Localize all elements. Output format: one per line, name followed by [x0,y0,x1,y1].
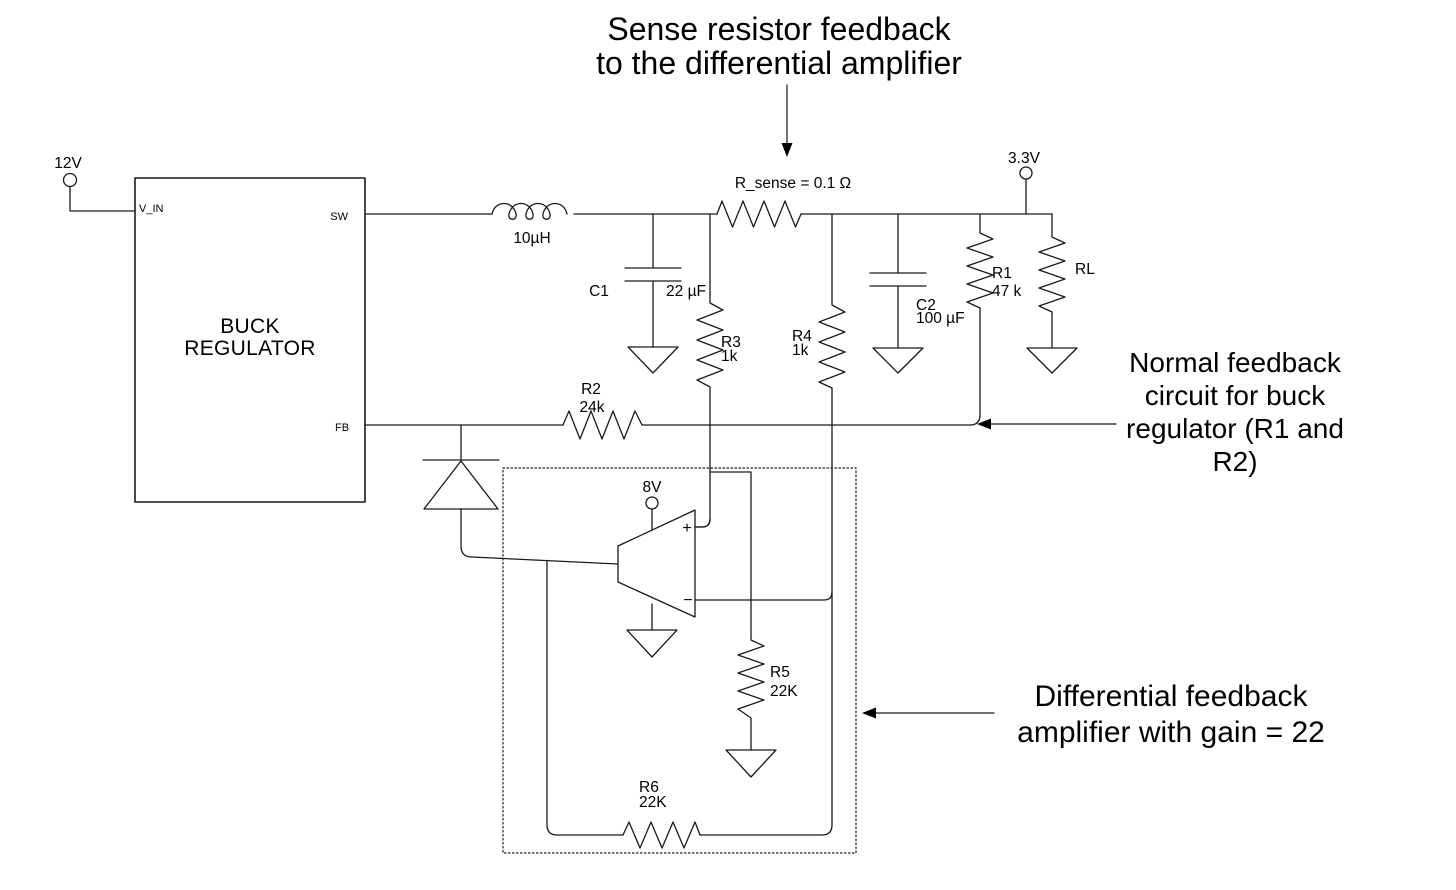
resistor-r5 [709,471,777,778]
resistor-rl [1026,213,1078,374]
r3-wire [694,213,724,528]
supply-3v3 [1019,166,1033,215]
resistor-r6 [622,821,701,849]
ground-c2 [872,347,924,374]
r1-value-label: 47 k [992,283,1022,300]
r3-ref-label: R3 [721,334,741,351]
opamp-minus-wire [694,591,833,601]
resistor-r1 [966,213,994,426]
r6-value-label: 22K [639,794,667,811]
supply-8v-terminal [645,496,659,510]
buck-regulator-box [134,177,366,503]
annotation-diff-amp: Differential feedback amplifier with gai… [1017,680,1325,749]
ground-opamp [626,629,678,658]
c2-ref-label: C2 [916,297,936,314]
supply-12v-label: 12V [54,155,82,172]
ground-c1 [627,346,679,374]
r1-ref-label: R1 [992,265,1012,282]
diode-d1 [422,424,619,565]
ground-r5 [725,749,777,778]
arrow-normal-annotation [977,418,1117,430]
resistor-r2 [562,410,643,440]
resistor-r3 [694,213,724,528]
annotation-sense-feedback: Sense resistor feedback to the different… [596,11,962,81]
pin-sw-label: SW [330,211,348,223]
inductor-coil [491,202,568,220]
rsense-label: R_sense = 0.1 Ω [735,175,851,192]
resistor-r4 [699,213,846,836]
r3-value-label: 1k [721,348,738,365]
wire-r6-feedback [546,559,624,836]
arrow-diff-annotation [862,707,995,719]
r5-wire [709,471,765,751]
r2-value-label: 24k [580,399,605,416]
c2-body [869,213,927,349]
opamp-plus-label: + [682,520,691,537]
opamp-plus-wire [694,518,711,528]
capacitor-c1 [624,213,682,374]
annotation-normal-feedback: Normal feedback circuit for buck regulat… [1126,347,1344,477]
rl-ref-label: RL [1075,261,1095,278]
supply-3v3-terminal [1019,166,1033,180]
c1-value-label: 22 µF [666,283,706,300]
supply-12v-terminal [62,172,78,188]
rsense-zigzag [716,200,802,228]
r2-zigzag [562,410,643,440]
wire-diode-to-opamp-output [460,508,619,565]
r6-zigzag [622,821,701,849]
arrow-sense-annotation [781,84,793,157]
supply-8v-label: 8V [643,479,663,496]
r6-ref-label: R6 [639,779,659,796]
c1-ref-label: C1 [589,283,609,300]
opamp-body [617,509,696,618]
resistor-rsense [716,200,802,228]
supply-8v [645,496,659,510]
inductor-l1-label: 10µH [513,230,550,247]
ground-rl [1026,347,1078,374]
buck-regulator-title: BUCK REGULATOR [184,315,316,360]
pin-vin-label: V_IN [139,203,164,215]
opamp [617,508,833,658]
capacitor-c2 [869,213,927,374]
rl-wire [1038,213,1066,349]
r1-wire [966,213,994,426]
supply-12v [62,172,136,212]
r2-ref-label: R2 [581,381,601,398]
r4-wire [699,213,846,836]
diode-triangle [423,460,499,510]
opamp-minus-label: − [683,592,692,609]
supply-12v-wire [69,185,136,212]
r4-ref-label: R4 [792,328,812,345]
arrow-normal-head [977,418,991,430]
arrow-diff-head [862,707,876,719]
arrow-sense-head [781,143,793,157]
diff-amp-boundary [502,467,857,854]
r5-ref-label: R5 [770,664,790,681]
c1-body [624,213,682,348]
supply-3v3-label: 3.3V [1008,150,1041,167]
pin-fb-label: FB [335,422,349,434]
c2-value-label: 100 µF [916,310,965,327]
r5-value-label: 22K [770,683,798,700]
r4-value-label: 1k [792,342,809,359]
inductor-l1 [491,202,568,220]
